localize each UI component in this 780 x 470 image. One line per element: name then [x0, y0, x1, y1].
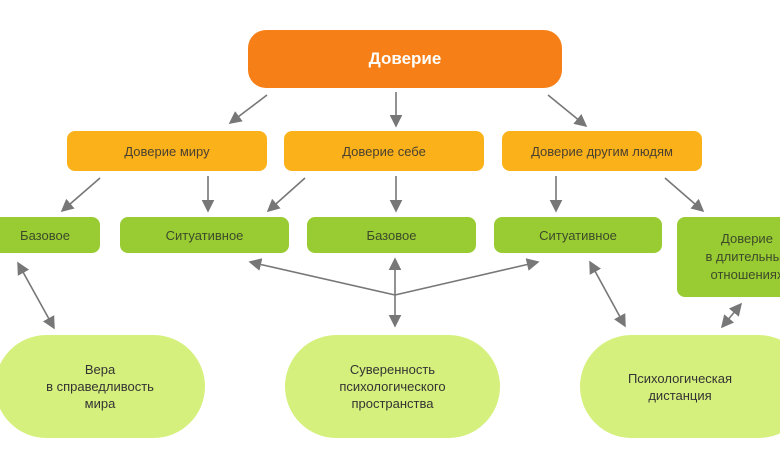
node-label: Ситуативное: [165, 227, 244, 243]
arrow: [394, 258, 540, 296]
node-trust: Доверие: [248, 30, 562, 88]
node-label: Ситуативное: [539, 227, 617, 243]
node-label: Доверие в длительных отношениях: [705, 231, 780, 282]
node-label: Базовое: [366, 227, 417, 243]
node-others-situational: Ситуативное: [494, 217, 662, 253]
arrow: [547, 94, 588, 128]
arrow: [664, 177, 705, 213]
node-label: Вера в справедливость мира: [46, 362, 154, 411]
arrow: [266, 177, 306, 213]
node-long-term-trust: Доверие в длительных отношениях: [677, 217, 780, 297]
arrow: [248, 258, 396, 296]
node-self-basic: Базовое: [307, 217, 476, 253]
arrow: [720, 302, 743, 329]
arrow: [228, 94, 268, 124]
node-label: Доверие себе: [342, 143, 426, 159]
node-label: Доверие другим людям: [531, 143, 673, 159]
node-world-situational: Ситуативное: [120, 217, 289, 253]
arrow: [60, 177, 101, 213]
node-trust-others: Доверие другим людям: [502, 131, 702, 171]
arrow: [589, 260, 626, 328]
outcome-sovereignty: Суверенность психологического пространст…: [285, 335, 500, 438]
node-world-basic: Базовое: [0, 217, 100, 253]
node-trust-self: Доверие себе: [284, 131, 484, 171]
arrow: [17, 261, 55, 330]
node-label: Доверие: [368, 49, 442, 68]
outcome-distance: Психологическая дистанция: [580, 335, 780, 438]
node-label: Базовое: [20, 227, 70, 243]
node-label: Психологическая дистанция: [627, 370, 733, 403]
outcome-just-world: Вера в справедливость мира: [0, 335, 205, 438]
node-label: Доверие миру: [124, 143, 210, 159]
node-trust-world: Доверие миру: [67, 131, 267, 171]
node-label: Суверенность психологического пространст…: [339, 362, 446, 411]
